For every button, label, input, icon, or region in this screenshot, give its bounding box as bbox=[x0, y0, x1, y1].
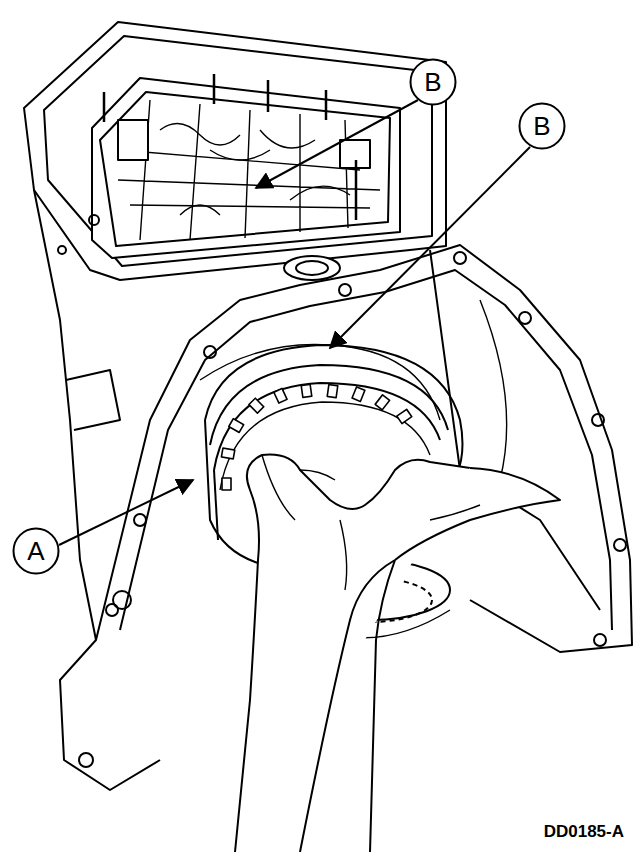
figure-code: DD0185-A bbox=[542, 822, 626, 842]
callout-circle: B bbox=[518, 102, 566, 150]
callout-letter: B bbox=[409, 58, 457, 106]
callout-circle: B bbox=[409, 58, 457, 106]
callout-circle: A bbox=[12, 527, 60, 575]
callout-letter: A bbox=[12, 527, 60, 575]
callout-letter: B bbox=[518, 102, 566, 150]
